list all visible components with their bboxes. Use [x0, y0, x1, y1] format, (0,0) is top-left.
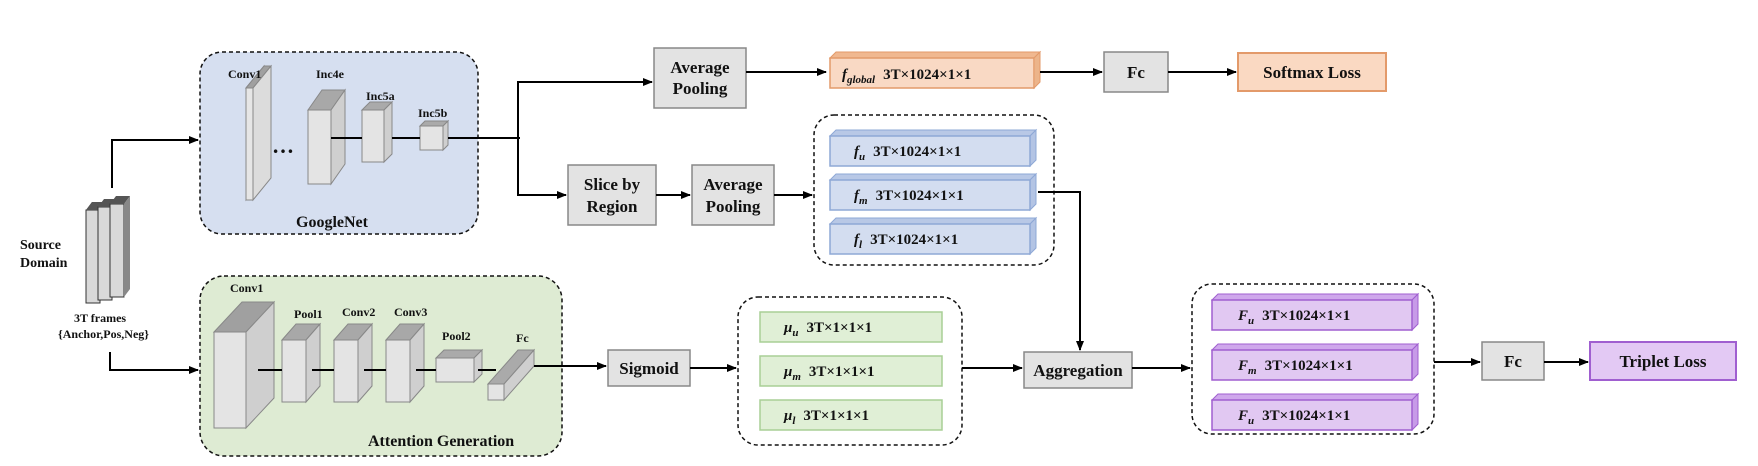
local-feats-to-aggregation-arrow [1038, 191, 1084, 351]
attention-fc-label: Fc [516, 331, 529, 345]
triplet-loss-label: Triplet Loss [1619, 352, 1706, 371]
attention-pool2-label: Pool2 [442, 329, 471, 343]
attention-pool1-label: Pool1 [294, 307, 323, 321]
slice-region-box [567, 164, 657, 226]
avgpool-mid-label-line2: Pooling [706, 197, 761, 216]
slice-label-line1: Slice by [584, 175, 641, 194]
fc-top-label: Fc [1127, 63, 1145, 82]
attention-conv1-label: Conv1 [230, 281, 263, 295]
attention-conv3-layer [384, 322, 426, 404]
attention-generation-title: Attention Generation [368, 433, 514, 450]
avgpool-top-box [653, 47, 747, 109]
googlenet-inc5a-layer [360, 100, 394, 164]
sigmoid-label: Sigmoid [619, 359, 679, 378]
avgpool-top-label-line1: Average [670, 58, 730, 77]
avgpool-top-label-line2: Pooling [673, 79, 728, 98]
fc-top-box [1103, 51, 1169, 93]
googlenet-inc4e-label: Inc4e [316, 67, 345, 81]
googlenet-inc5a-label: Inc5a [366, 89, 395, 103]
softmax-loss-box [1237, 52, 1387, 92]
attention-conv3-label: Conv3 [394, 305, 427, 319]
avgpool-mid-box [691, 164, 775, 226]
attention-conv1-layer [212, 300, 276, 430]
source-to-googlenet-arrow [111, 136, 199, 188]
aggregated-features-group [1191, 283, 1435, 435]
frames-label-line1: 3T frames [74, 311, 126, 325]
googlenet-conv1-label: Conv1 [228, 67, 261, 81]
googlenet-to-avgpool-arrow [517, 78, 653, 138]
attention-fc-layer [486, 348, 536, 402]
attention-conv2-layer [332, 322, 374, 404]
googlenet-ellipsis: … [272, 133, 294, 158]
source-label-line2: Domain [20, 256, 68, 271]
source-to-attention-arrow [109, 352, 199, 374]
attention-generation-box [199, 275, 563, 457]
googlenet-title: GoogleNet [296, 214, 369, 231]
source-label-line1: Source [20, 238, 61, 253]
avgpool-mid-label-line1: Average [703, 175, 763, 194]
triplet-loss-box [1589, 341, 1737, 381]
softmax-loss-label: Softmax Loss [1263, 63, 1361, 82]
fglobal-feature-block [828, 50, 1042, 90]
slice-label-line2: Region [587, 197, 639, 216]
local-features-group [813, 114, 1055, 266]
sigmoid-box [607, 349, 691, 387]
googlenet-inc5b-layer [418, 119, 450, 152]
aggregation-box [1023, 351, 1133, 389]
fc-bottom-label: Fc [1504, 352, 1522, 371]
googlenet-to-slice-arrow [517, 138, 567, 199]
attention-features-group [737, 296, 963, 446]
source-frames-icon [85, 196, 130, 304]
attention-pool1-layer [280, 322, 322, 404]
googlenet-conv1-layer [244, 64, 273, 202]
aggregation-label: Aggregation [1033, 361, 1123, 380]
attention-pool2-layer [434, 348, 484, 384]
frames-label-line2: {Anchor,Pos,Neg} [58, 327, 149, 341]
googlenet-inc5b-label: Inc5b [418, 106, 448, 120]
attention-conv2-label: Conv2 [342, 305, 375, 319]
fc-bottom-box [1481, 341, 1545, 381]
